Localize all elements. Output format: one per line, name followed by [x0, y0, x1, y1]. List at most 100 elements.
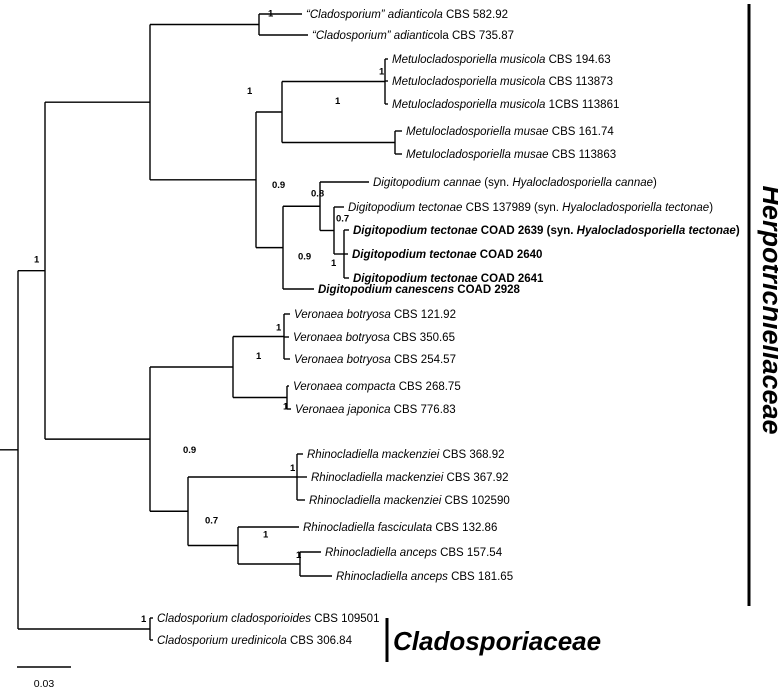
taxon-label: Rhinocladiella anceps CBS 181.65 — [336, 571, 513, 583]
scale-bar: 0.03 — [17, 666, 71, 689]
support-value-n_metulo: 1 — [335, 96, 341, 107]
taxon-label: Veronaea japonica CBS 776.83 — [295, 404, 456, 416]
taxon-label: Metulocladosporiella musae CBS 161.74 — [406, 126, 614, 138]
taxon-label-part: 1CBS 113861 — [545, 99, 619, 111]
taxon-label: Cladosporium cladosporioides CBS 109501 — [157, 613, 379, 625]
taxon-label: Rhinocladiella anceps CBS 157.54 — [325, 547, 503, 559]
taxon-label-part: Cladosporium cladosporioides — [157, 613, 311, 625]
taxon-label-part: CBS 121.92 — [391, 309, 456, 321]
taxon-label: Veronaea botryosa CBS 121.92 — [294, 309, 456, 321]
taxon-label-part: Metulocladosporiella musae — [406, 149, 549, 161]
taxon-label-part: Veronaea botryosa — [293, 332, 390, 344]
taxon-label-part: Digitopodium tectonae — [352, 249, 477, 261]
taxon-label-part: (syn. — [481, 177, 512, 189]
taxon-label-part: Metulocladosporiella musicola — [392, 76, 545, 88]
scale-bar-label: 0.03 — [34, 678, 55, 689]
taxon-label-part: CBS 137989 (syn. — [462, 202, 562, 214]
taxon-label-part: Digitopodium canescens — [318, 284, 454, 296]
taxon-label-part: CBS 181.65 — [448, 571, 513, 583]
taxon-label-part: Hyalocladosporiella cannae — [512, 177, 653, 189]
taxon-label-part: CBS 350.65 — [390, 332, 455, 344]
taxon-label-part: COAD 2639 (syn. — [478, 225, 577, 237]
taxon-label-part: CBS 306.84 — [287, 635, 353, 647]
taxon-label-part: ) — [736, 225, 740, 237]
taxon-label: Cladosporium uredinicola CBS 306.84 — [157, 635, 353, 647]
taxon-label-part: Rhinocladiella anceps — [336, 571, 448, 583]
taxon-label-part: Digitopodium tectonae — [353, 225, 478, 237]
taxon-label: Digitopodium canescens COAD 2928 — [318, 284, 521, 296]
taxon-label: Veronaea compacta CBS 268.75 — [293, 381, 461, 393]
taxon-label-part: COAD 2640 — [477, 249, 543, 261]
taxon-label-part: Digitopodium tectonae — [348, 202, 462, 214]
cladosporiaceae-label: Cladosporiaceae — [393, 626, 601, 656]
taxon-label-part: ) — [709, 202, 713, 214]
support-value-n_r_mack: 1 — [290, 463, 296, 474]
support-value-n_tectonae: 0.7 — [336, 214, 349, 225]
taxon-label-part: COAD 2641 — [478, 273, 544, 285]
taxon-label-part: Veronaea japonica — [295, 404, 390, 416]
taxon-label: Digitopodium tectonae COAD 2640 — [352, 249, 542, 261]
taxon-label-part: Hyalocladosporiella tectonae — [577, 225, 737, 237]
support-value-n_m_musicola: 1 — [379, 67, 385, 78]
taxon-label-part: Metulocladosporiella musicola — [392, 99, 545, 111]
taxon-label-part: Digitopodium tectonae — [353, 273, 478, 285]
taxon-label-part: Rhinocladiella mackenziei — [309, 495, 442, 507]
taxon-label-part: CBS 194.63 — [545, 54, 610, 66]
herpotrichiellaceae-label: Herpotrichiellaceae — [757, 185, 778, 434]
taxon-label-part: CBS 102590 — [441, 495, 509, 507]
tree-branches — [0, 13, 402, 641]
taxon-label: Veronaea botryosa CBS 254.57 — [294, 354, 456, 366]
support-value-n_herpo_upper: 1 — [247, 86, 253, 97]
taxon-label-part: Veronaea compacta — [293, 381, 396, 393]
taxon-label-part: Metulocladosporiella musae — [406, 126, 549, 138]
taxon-label: Digitopodium tectonae CBS 137989 (syn. H… — [348, 202, 713, 214]
taxon-label-part: CBS 582.92 — [443, 9, 508, 21]
taxon-label-part: CBS 113873 — [545, 76, 613, 88]
support-value-n_digitopodium: 0.9 — [298, 252, 311, 263]
support-value-n_digi_inner: 0.8 — [311, 188, 324, 199]
taxon-label: “Cladosporium” adianticola CBS 582.92 — [306, 9, 508, 21]
taxon-label: Rhinocladiella mackenziei CBS 368.92 — [307, 449, 505, 461]
taxon-label-part: “Cladosporium” adianticola — [306, 9, 443, 21]
taxon-label-part: Rhinocladiella mackenziei — [307, 449, 440, 461]
taxon-label: Veronaea botryosa CBS 350.65 — [293, 332, 455, 344]
support-value-n_r_fa: 1 — [263, 530, 269, 541]
taxon-label-part: CBS 776.83 — [390, 404, 455, 416]
taxon-label-part: CBS 113863 — [549, 149, 617, 161]
taxon-label-part: “Cladosporium” adiantic — [312, 30, 434, 42]
taxon-label-part: CBS 157.54 — [437, 547, 503, 559]
taxon-label: Metulocladosporiella musicola CBS 113873 — [392, 76, 613, 88]
taxon-label: Metulocladosporiella musicola CBS 194.63 — [392, 54, 611, 66]
taxon-label-part: ) — [653, 177, 657, 189]
support-value-n_lower: 0.9 — [183, 445, 196, 456]
taxon-label-part: Cladosporium uredinicola — [157, 635, 287, 647]
taxon-label: Digitopodium tectonae COAD 2641 — [353, 273, 544, 285]
taxon-label-part: Rhinocladiella mackenziei — [311, 472, 444, 484]
taxon-label-part: Rhinocladiella anceps — [325, 547, 437, 559]
family-brackets: Herpotrichiellaceae Cladosporiaceae — [385, 4, 778, 662]
taxon-label-part: CBS 161.74 — [549, 126, 615, 138]
taxon-label-part: COAD 2928 — [454, 284, 520, 296]
taxon-label-part: CBS 368.92 — [439, 449, 504, 461]
taxon-labels: “Cladosporium” adianticola CBS 582.92“Cl… — [157, 9, 740, 647]
support-value-n_r_anceps: 1 — [296, 550, 302, 561]
taxon-label-part: CBS 367.92 — [443, 472, 508, 484]
support-value-n_herpo: 1 — [34, 255, 40, 266]
taxon-label: Rhinocladiella mackenziei CBS 367.92 — [311, 472, 509, 484]
taxon-label: Rhinocladiella mackenziei CBS 102590 — [309, 495, 510, 507]
support-value-n_clado: 1 — [141, 614, 147, 625]
taxon-label: Rhinocladiella fasciculata CBS 132.86 — [303, 522, 497, 534]
support-value-n_adianticola: 1 — [268, 9, 274, 20]
taxon-label: Digitopodium tectonae COAD 2639 (syn. Hy… — [353, 225, 740, 237]
support-value-n_digi_metulo: 0.9 — [272, 180, 285, 191]
taxon-label-part: Veronaea botryosa — [294, 354, 391, 366]
support-value-n_v_cj: 1 — [283, 402, 289, 413]
taxon-label-part: Hyalocladosporiella tectonae — [562, 202, 709, 214]
support-value-n_v_botryosa: 1 — [276, 323, 282, 334]
taxon-label-part: CBS 254.57 — [391, 354, 456, 366]
taxon-label-part: Digitopodium cannae — [373, 177, 481, 189]
taxon-label-part: ola CBS 735.87 — [433, 30, 514, 42]
